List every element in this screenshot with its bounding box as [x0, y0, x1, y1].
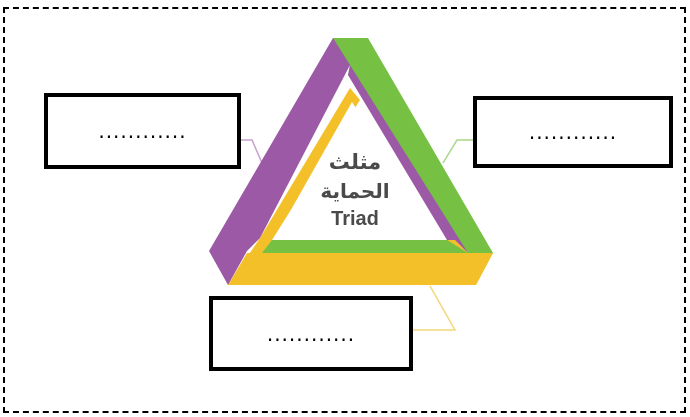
answer-box-bottom[interactable]: ............ [209, 296, 413, 371]
answer-box-right[interactable]: ............ [473, 96, 673, 168]
connector-left [241, 139, 263, 164]
yellow-bottom-strip [228, 253, 493, 285]
center-title-arabic-line1: مثلث [328, 150, 382, 174]
center-title-arabic-line2: الحماية [320, 179, 390, 203]
dashed-frame [3, 7, 686, 413]
green-inner-base [262, 240, 468, 253]
purple-side [209, 38, 368, 285]
inner-white-triangle [275, 102, 438, 238]
purple-inner-strip [348, 65, 468, 253]
answer-box-left[interactable]: ............ [44, 93, 241, 169]
connector-bottom [413, 285, 457, 331]
connector-right [442, 139, 473, 164]
green-side [333, 38, 493, 253]
center-title-english: Triad [331, 208, 379, 230]
